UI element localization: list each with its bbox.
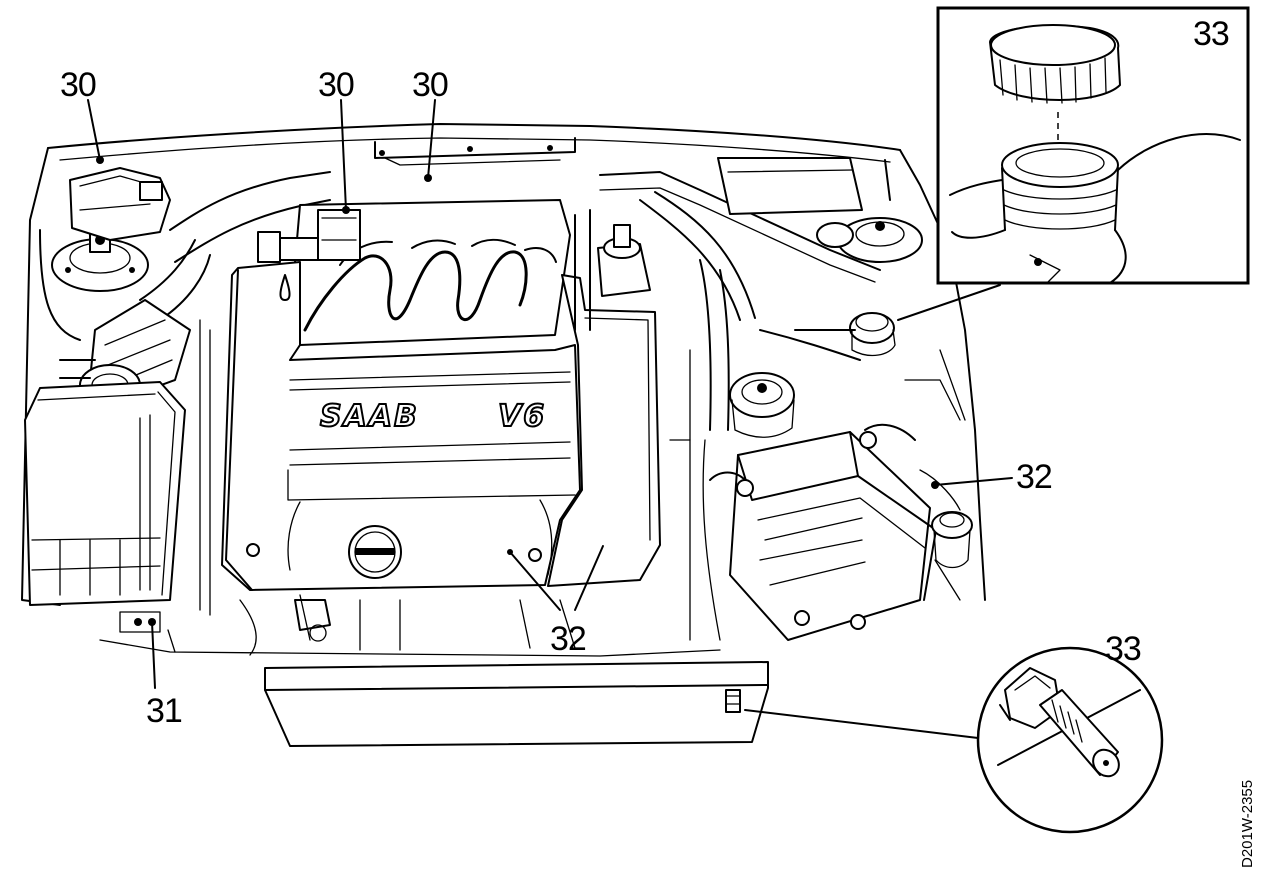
cover-logo: SAAB V6 — [319, 398, 546, 435]
right-hoses — [599, 171, 881, 431]
callout-30-left: 30 — [60, 66, 96, 104]
lower-engine-parts — [199, 319, 576, 656]
air-filter-box — [24, 381, 186, 633]
callout-32-battery: 32 — [1016, 458, 1052, 496]
right-lower-structure — [669, 349, 966, 641]
engine-cover — [221, 261, 606, 591]
callout-31: 31 — [146, 692, 182, 730]
oil-filter — [729, 372, 795, 438]
callout-30-right: 30 — [412, 66, 448, 104]
left-relay-box — [69, 167, 171, 241]
battery — [709, 423, 937, 641]
splash-shield — [264, 661, 769, 747]
side-cover-panel — [547, 274, 661, 587]
figure-id: D201W-2355 — [1239, 780, 1256, 868]
brake-fluid-reservoir — [574, 209, 651, 331]
throttle-body — [257, 209, 361, 263]
callout-30-center: 30 — [318, 66, 354, 104]
inset-bleed-nipple — [976, 646, 1164, 834]
callout-33-nipple: 33 — [1105, 630, 1141, 668]
callout-32-engine: 32 — [550, 620, 586, 658]
coolant-expansion-tank — [794, 312, 896, 357]
inset-filler-cap — [936, 6, 1250, 285]
cover-logo-engine: V6 — [498, 399, 546, 434]
callout-labels: 30 30 30 31 32 32 33 33 — [60, 15, 1230, 730]
right-strut-tower — [717, 157, 923, 263]
leader-lines — [87, 99, 1013, 739]
engine-bay-outline — [21, 123, 986, 657]
callout-33-cap: 33 — [1193, 15, 1229, 53]
washer-reservoir — [919, 469, 973, 569]
cover-logo-brand: SAAB — [320, 399, 419, 434]
